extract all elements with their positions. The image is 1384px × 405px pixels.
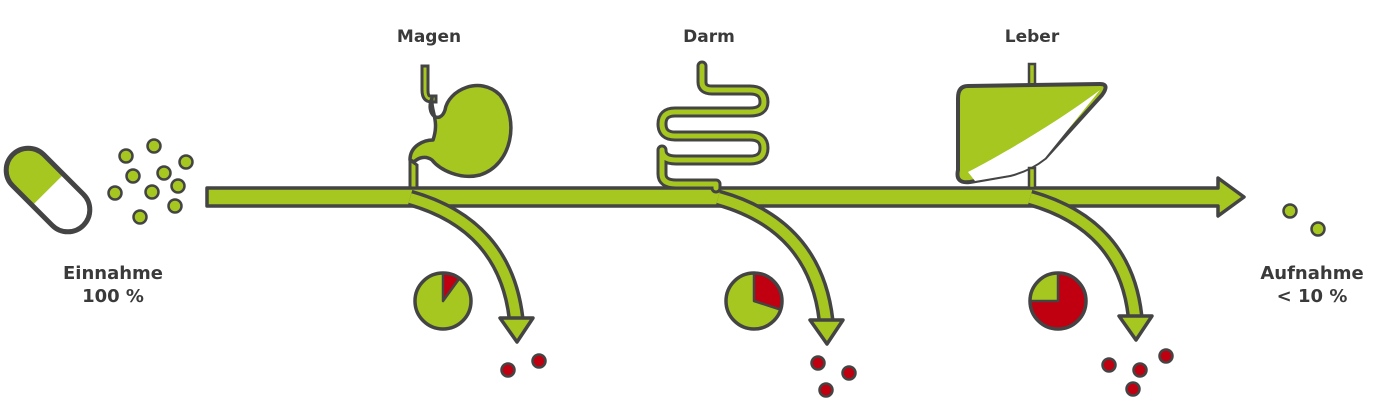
intake-particle xyxy=(144,184,160,200)
intake-particle xyxy=(146,138,162,154)
intake-label-line1: Einnahme xyxy=(62,263,164,284)
intestine-loss-pie xyxy=(724,271,784,331)
intake-particle xyxy=(167,198,183,214)
intake-particle xyxy=(178,154,194,170)
intake-particle xyxy=(156,165,172,181)
intake-particle xyxy=(132,209,148,225)
intake-particles xyxy=(107,138,194,225)
stomach-lost-particles xyxy=(500,353,547,378)
lost-particle xyxy=(810,355,826,371)
pie-outline xyxy=(1028,271,1088,331)
intake-particle xyxy=(107,185,123,201)
uptake-particle xyxy=(1282,203,1298,219)
liver-loss-arrow xyxy=(1027,189,1154,342)
intestine-loss-arrow xyxy=(715,189,845,346)
intestine-icon xyxy=(656,60,770,194)
liver-loss-pie xyxy=(1028,271,1088,331)
lost-particle xyxy=(1101,357,1117,373)
stomach-loss-arrow xyxy=(407,189,535,344)
stomach-loss-pie xyxy=(413,271,473,331)
capsule-icon xyxy=(0,139,99,241)
pie-outline xyxy=(413,271,473,331)
lost-particle xyxy=(818,382,834,398)
stomach-label: Magen xyxy=(396,27,462,47)
uptake-particles xyxy=(1282,203,1326,237)
liver-icon xyxy=(955,62,1108,190)
lost-particle xyxy=(841,365,857,381)
pie-outline xyxy=(724,271,784,331)
liver-lost-particles xyxy=(1101,348,1174,397)
intake-particle xyxy=(125,168,141,184)
intake-particle xyxy=(118,148,134,164)
lost-particle xyxy=(1132,362,1148,378)
intestine-label: Darm xyxy=(683,27,735,47)
lost-particle xyxy=(1125,381,1141,397)
uptake-label-line2: < 10 % xyxy=(1276,285,1348,307)
uptake-particle xyxy=(1310,221,1326,237)
stomach-icon xyxy=(408,64,513,190)
lost-particle xyxy=(531,353,547,369)
lost-particle xyxy=(500,362,516,378)
lost-particle xyxy=(1158,348,1174,364)
intake-label: Einnahme 100 % xyxy=(63,263,163,308)
uptake-label-line1: Aufnahme xyxy=(1260,263,1364,284)
intake-label-line2: 100 % xyxy=(82,285,144,307)
liver-label: Leber xyxy=(1004,27,1060,47)
intake-particle xyxy=(170,178,186,194)
uptake-label: Aufnahme < 10 % xyxy=(1260,263,1363,308)
intestine-lost-particles xyxy=(810,355,857,398)
